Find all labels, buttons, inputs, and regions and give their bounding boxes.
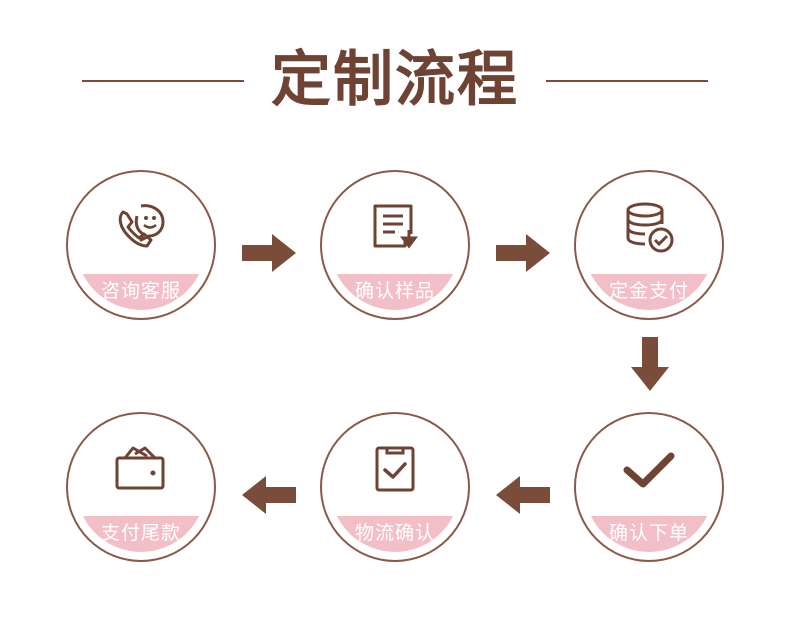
- arrow-left-icon: [496, 476, 550, 514]
- arrow-left-icon: [242, 476, 296, 514]
- step-pay-balance: 支付尾款: [66, 412, 216, 562]
- step-deposit-payment: 定金支付: [574, 170, 724, 320]
- coin-stack-check-icon: [626, 202, 674, 253]
- label-band: [584, 274, 714, 310]
- title-divider-right: [546, 80, 708, 82]
- step-label: 确认下单: [608, 522, 689, 544]
- step-label: 确认样品: [354, 280, 435, 302]
- phone-chat-icon: [118, 204, 165, 248]
- step-logistics-confirm: 物流确认: [320, 412, 470, 562]
- step-confirm-order: 确认下单: [574, 412, 724, 562]
- arrow-right-icon: [496, 234, 550, 272]
- checkmark-icon: [623, 452, 675, 488]
- step-confirm-sample: 确认样品: [320, 170, 470, 320]
- step-consult-service: 咨询客服: [66, 170, 216, 320]
- label-band: [76, 274, 206, 310]
- step-inner: 定金支付: [584, 180, 714, 310]
- step-inner: 确认下单: [584, 422, 714, 552]
- clipboard-check-icon: [375, 446, 415, 492]
- step-label: 物流确认: [354, 522, 435, 544]
- label-band: [584, 516, 714, 552]
- page-title: 定制流程: [271, 45, 519, 115]
- step-inner: 咨询客服: [76, 180, 206, 310]
- step-label: 咨询客服: [100, 280, 181, 302]
- label-band: [76, 516, 206, 552]
- wallet-icon: [115, 446, 165, 490]
- label-band: [330, 274, 460, 310]
- title-divider-left: [82, 80, 244, 82]
- step-inner: 确认样品: [330, 180, 460, 310]
- step-inner: 物流确认: [330, 422, 460, 552]
- arrow-right-icon: [242, 234, 296, 272]
- step-label: 定金支付: [608, 280, 689, 302]
- label-band: [330, 516, 460, 552]
- step-label: 支付尾款: [100, 522, 181, 544]
- title-row: 定制流程: [0, 40, 790, 120]
- arrow-down-icon: [631, 337, 669, 391]
- document-download-icon: [373, 204, 418, 249]
- step-inner: 支付尾款: [76, 422, 206, 552]
